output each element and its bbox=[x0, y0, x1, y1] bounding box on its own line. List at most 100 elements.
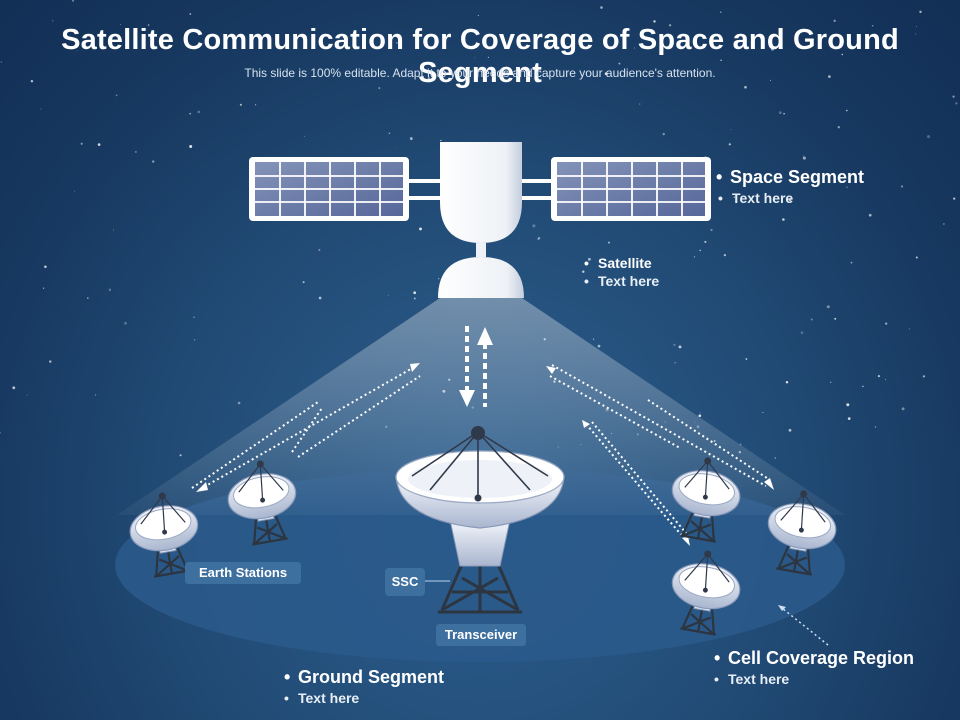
star bbox=[396, 147, 398, 149]
star bbox=[71, 0, 75, 2]
star bbox=[919, 10, 922, 14]
star bbox=[877, 375, 881, 378]
star bbox=[396, 42, 398, 44]
star bbox=[302, 281, 305, 284]
star bbox=[693, 256, 696, 258]
star bbox=[901, 407, 905, 411]
star bbox=[828, 75, 831, 78]
uplink-downlink-arrows bbox=[459, 326, 493, 407]
earth-stations-label: Earth Stations bbox=[185, 562, 301, 584]
star bbox=[788, 198, 792, 202]
star bbox=[134, 150, 137, 153]
star bbox=[922, 375, 926, 378]
star bbox=[179, 454, 182, 457]
star bbox=[97, 143, 101, 146]
star bbox=[915, 256, 918, 259]
star bbox=[42, 287, 45, 289]
star bbox=[189, 145, 193, 148]
star bbox=[163, 36, 165, 38]
star bbox=[537, 238, 540, 240]
star bbox=[800, 331, 804, 334]
star bbox=[604, 265, 606, 268]
star bbox=[699, 412, 701, 414]
cell-coverage-pointer bbox=[781, 607, 829, 646]
star bbox=[387, 294, 389, 296]
star bbox=[74, 190, 76, 192]
star bbox=[409, 137, 413, 141]
star bbox=[733, 196, 735, 198]
star bbox=[80, 142, 83, 145]
star bbox=[12, 386, 16, 390]
star bbox=[608, 241, 610, 244]
star bbox=[826, 305, 830, 309]
page-subtitle: This slide is 100% editable. Adapt it to… bbox=[244, 66, 716, 80]
star bbox=[710, 228, 713, 232]
star bbox=[885, 322, 888, 325]
star bbox=[115, 94, 118, 97]
star bbox=[600, 6, 603, 9]
star bbox=[771, 47, 774, 51]
ssc-label: SSC bbox=[385, 568, 425, 596]
star bbox=[474, 56, 476, 58]
star bbox=[778, 111, 782, 114]
star bbox=[52, 20, 54, 22]
star bbox=[723, 253, 727, 257]
star bbox=[803, 155, 805, 157]
star bbox=[604, 72, 608, 76]
star bbox=[582, 270, 585, 273]
star bbox=[0, 432, 1, 434]
star bbox=[678, 345, 682, 349]
star bbox=[862, 385, 864, 388]
star bbox=[745, 358, 748, 360]
star bbox=[662, 132, 665, 136]
space-segment-heading: •Space Segment bbox=[716, 167, 865, 187]
star bbox=[698, 414, 702, 418]
star bbox=[837, 126, 840, 129]
arrow-heads bbox=[196, 363, 774, 546]
star bbox=[916, 26, 918, 27]
star bbox=[728, 143, 731, 146]
star bbox=[915, 33, 917, 35]
star bbox=[237, 401, 241, 405]
cell-coverage-heading: •Cell Coverage Region bbox=[714, 648, 915, 668]
star bbox=[189, 13, 192, 15]
star bbox=[593, 338, 595, 340]
star bbox=[633, 47, 635, 49]
star bbox=[197, 110, 201, 114]
star bbox=[30, 79, 34, 83]
transceiver-label: Transceiver bbox=[436, 624, 526, 646]
star bbox=[952, 95, 955, 98]
star bbox=[673, 343, 676, 346]
star bbox=[788, 428, 792, 432]
star bbox=[189, 112, 192, 115]
satellite-beam bbox=[117, 298, 845, 515]
star bbox=[108, 288, 112, 292]
star bbox=[49, 360, 52, 363]
star bbox=[833, 19, 836, 23]
star bbox=[532, 224, 536, 228]
star bbox=[841, 53, 844, 56]
star bbox=[193, 316, 195, 318]
star bbox=[900, 185, 904, 188]
star bbox=[427, 76, 430, 80]
ground-segment-heading: •Ground Segment bbox=[284, 667, 445, 687]
star bbox=[846, 186, 848, 188]
star bbox=[597, 344, 601, 348]
satellite-heading: •Satellite bbox=[584, 255, 652, 271]
star bbox=[782, 218, 785, 221]
star bbox=[618, 62, 621, 65]
star bbox=[378, 87, 381, 90]
star bbox=[152, 160, 155, 163]
star bbox=[318, 248, 321, 251]
satellite-icon bbox=[249, 142, 711, 298]
space-segment-text: •Text here bbox=[718, 190, 794, 206]
star bbox=[653, 20, 656, 23]
star bbox=[86, 297, 89, 299]
cell-coverage-text: •Text here bbox=[714, 671, 790, 687]
star bbox=[830, 381, 832, 383]
star bbox=[690, 72, 692, 74]
star bbox=[720, 59, 722, 61]
star bbox=[927, 135, 930, 139]
star bbox=[147, 24, 150, 26]
